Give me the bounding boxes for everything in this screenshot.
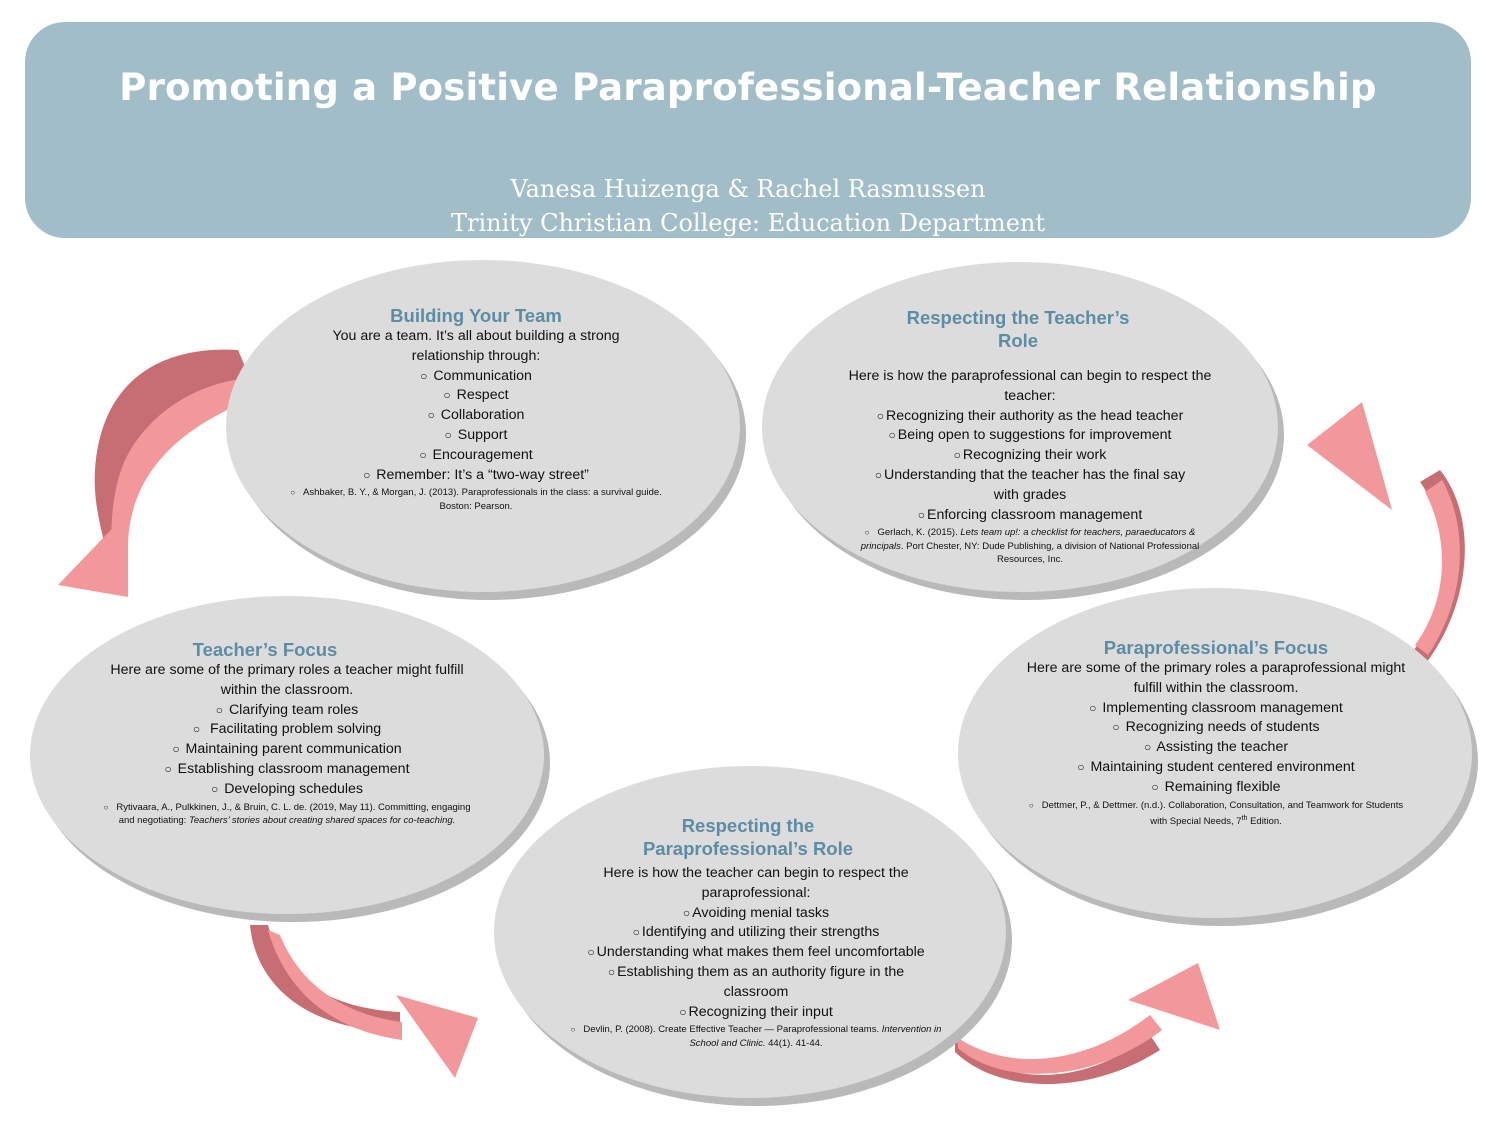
respect-teacher-intro: Here is how the paraprofessional can beg… <box>848 368 1212 404</box>
list-item: ○ Remember: It’s a “two-way street” <box>363 466 589 483</box>
bullet-icon: ○ <box>427 408 435 423</box>
para-focus-intro: Here are some of the primary roles a par… <box>1026 660 1406 696</box>
list-item: ○Understanding what makes them feel unco… <box>587 944 925 961</box>
bullet-icon: ○ <box>682 905 691 920</box>
list-item: ○ Collaboration <box>427 407 525 424</box>
authors: Vanesa Huizenga & Rachel Rasmussen <box>510 175 986 203</box>
respect-para-intro: Here is how the teacher can begin to res… <box>603 865 909 901</box>
list-item: ○ Encouragement <box>419 446 533 463</box>
list-item: ○Establishing them as an authority figur… <box>607 963 905 1000</box>
bullet-icon: ○ <box>103 802 109 812</box>
bullet-icon: ○ <box>290 488 296 498</box>
bullet-icon: ○ <box>1151 779 1159 794</box>
list-item: ○Understanding that the teacher has the … <box>874 466 1186 503</box>
building-reference: ○Ashbaker, B. Y., & Morgan, J. (2013). P… <box>290 487 662 512</box>
list-item: ○Recognizing their input <box>679 1003 833 1020</box>
bullet-icon: ○ <box>953 448 961 463</box>
bullet-icon: ○ <box>164 761 172 776</box>
list-item: ○ Maintaining student centered environme… <box>1077 758 1355 775</box>
list-item: ○ Support <box>444 426 508 443</box>
teacher-focus-list: ○ Clarifying team roles ○ Facilitating p… <box>102 701 472 800</box>
title-banner: Promoting a Positive Paraprofessional-Te… <box>25 22 1471 238</box>
bullet-icon: ○ <box>444 427 452 442</box>
bullet-icon: ○ <box>1143 740 1152 755</box>
bullet-icon: ○ <box>172 742 180 757</box>
building-list: ○ Communication ○ Respect ○ Collaboratio… <box>286 367 666 486</box>
list-item: ○ Recognizing needs of students <box>1112 719 1320 736</box>
bullet-icon: ○ <box>917 507 925 522</box>
list-item: ○Avoiding menial tasks <box>682 904 830 921</box>
bullet-icon: ○ <box>864 528 870 538</box>
list-item: ○ Assisting the teacher <box>1143 739 1289 756</box>
bullet-icon: ○ <box>419 447 427 462</box>
building-intro: You are a team. It’s all about building … <box>332 328 620 364</box>
respect-teacher-reference: ○Gerlach, K. (2015). Lets team up!: a ch… <box>860 527 1200 566</box>
arrow-building-to-teacher <box>58 349 250 597</box>
list-item: ○Recognizing their work <box>953 447 1107 464</box>
arrow-para-respect-to-para-focus <box>955 963 1220 1085</box>
list-item: ○Identifying and utilizing their strengt… <box>632 924 880 941</box>
respect-para-reference: ○Devlin, P. (2008). Create Effective Tea… <box>570 1024 942 1049</box>
list-item: ○ Remaining flexible <box>1151 778 1281 795</box>
bullet-icon: ○ <box>1028 800 1034 810</box>
bullet-icon: ○ <box>215 702 223 717</box>
affiliation: Trinity Christian College: Education Dep… <box>450 209 1045 237</box>
list-item: ○ Developing schedules <box>210 780 364 797</box>
list-item: ○ Communication <box>420 367 532 384</box>
arrow-teacher-to-para-respect <box>250 925 478 1078</box>
building-title: Building Your Team <box>390 305 562 326</box>
list-item: ○ Respect <box>443 387 509 404</box>
list-item: ○ Implementing classroom management <box>1089 699 1343 716</box>
bullet-icon: ○ <box>587 945 595 960</box>
list-item: ○Enforcing classroom management <box>917 506 1143 523</box>
bullet-icon: ○ <box>1112 720 1120 735</box>
bullet-icon: ○ <box>363 467 371 482</box>
arrow-para-focus-to-teacher-respect <box>1307 402 1465 668</box>
poster-title: Promoting a Positive Paraprofessional-Te… <box>119 66 1377 109</box>
para-focus-list: ○ Implementing classroom management ○ Re… <box>1026 699 1406 798</box>
list-item: ○ Maintaining parent communication <box>172 741 402 758</box>
bullet-icon: ○ <box>679 1004 687 1019</box>
bullet-icon: ○ <box>874 467 882 482</box>
bullet-icon: ○ <box>607 964 616 979</box>
respect-para-list: ○Avoiding menial tasks ○Identifying and … <box>560 904 952 1023</box>
respect-teacher-list: ○Recognizing their authority as the head… <box>834 407 1226 526</box>
list-item: ○ Establishing classroom management <box>164 760 410 777</box>
bullet-icon: ○ <box>1077 759 1085 774</box>
bullet-icon: ○ <box>1089 700 1097 715</box>
list-item: ○ Clarifying team roles <box>215 701 359 718</box>
bullet-icon: ○ <box>192 722 201 737</box>
list-item: ○Being open to suggestions for improveme… <box>888 427 1172 444</box>
bullet-icon: ○ <box>443 388 451 403</box>
para-focus-title: Paraprofessional’s Focus <box>1103 637 1329 658</box>
teacher-focus-intro: Here are some of the primary roles a tea… <box>110 662 464 698</box>
bullet-icon: ○ <box>570 1025 576 1035</box>
bubble-teachers-focus: Teacher’s Focus Here are some of the pri… <box>30 596 550 922</box>
list-item: ○Recognizing their authority as the head… <box>876 407 1184 424</box>
bullet-icon: ○ <box>632 925 640 940</box>
para-focus-reference: ○Dettmer, P., & Dettmer. (n.d.). Collabo… <box>1028 799 1404 828</box>
bullet-icon: ○ <box>876 408 884 423</box>
bubble-paraprofessionals-focus: Paraprofessional’s Focus Here are some o… <box>958 588 1478 926</box>
bullet-icon: ○ <box>210 781 219 796</box>
bubble-building-your-team: Building Your Team You are a team. It’s … <box>226 260 746 600</box>
bullet-icon: ○ <box>420 368 428 383</box>
list-item: ○ Facilitating problem solving <box>192 721 382 738</box>
teacher-focus-title: Teacher’s Focus <box>192 639 338 660</box>
teacher-focus-reference: ○Rytivaara, A., Pulkkinen, J., & Bruin, … <box>103 801 471 827</box>
bullet-icon: ○ <box>888 428 896 443</box>
